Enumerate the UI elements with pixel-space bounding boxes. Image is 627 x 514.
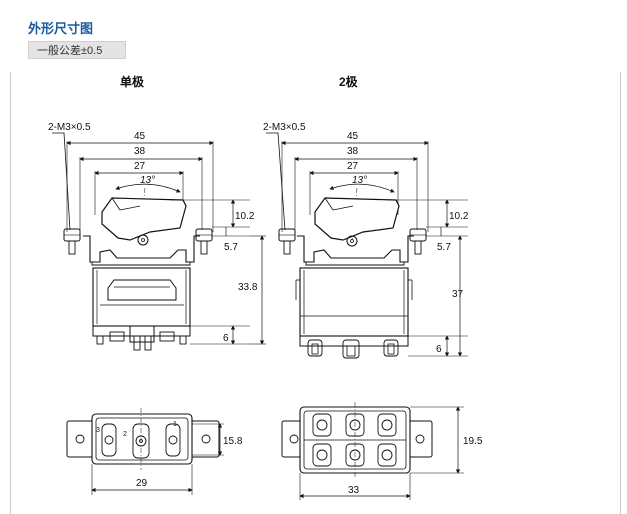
single-dim-33-8: 33.8 [238,282,258,293]
right-divider [620,72,621,514]
single-terminal-2: 2 [123,431,127,438]
single-dim-45: 45 [134,131,146,142]
double-dim-27: 27 [347,161,359,172]
double-dim-10-2: 10.2 [449,211,469,222]
double-dim-5-7: 5.7 [437,242,451,253]
single-terminal-3: 3 [96,427,100,434]
double-angle: 13° [352,175,367,186]
double-dim-6: 6 [436,344,442,355]
single-dim-29: 29 [136,478,148,489]
double-dim-33: 33 [348,485,360,496]
double-screw-label: 2-M3×0.5 [263,122,306,133]
double-pole-label: 2极 [339,74,359,89]
single-pole-drawing: 单极 2-M3×0.5 45 38 27 13° [48,74,266,495]
double-dim-45: 45 [347,131,359,142]
single-dim-15-8: 15.8 [223,436,243,447]
double-dim-37: 37 [452,289,464,300]
single-dim-27: 27 [134,161,146,172]
single-pole-label: 单极 [120,74,145,89]
single-dim-5-7: 5.7 [224,242,238,253]
single-angle: 13° [140,175,155,186]
double-dim-19-5: 19.5 [463,436,483,447]
section-title: 外形尺寸图 [28,21,94,36]
single-terminal-1: 1 [173,421,177,428]
double-pole-drawing: 2极 2-M3×0.5 45 38 27 13° [263,74,483,500]
single-dim-38: 38 [134,146,146,157]
single-dim-6: 6 [223,333,229,344]
double-dim-38: 38 [347,146,359,157]
left-divider [10,72,11,514]
tolerance-note: 一般公差±0.5 [28,41,126,59]
single-screw-label: 2-M3×0.5 [48,122,91,133]
single-dim-10-2: 10.2 [235,211,255,222]
